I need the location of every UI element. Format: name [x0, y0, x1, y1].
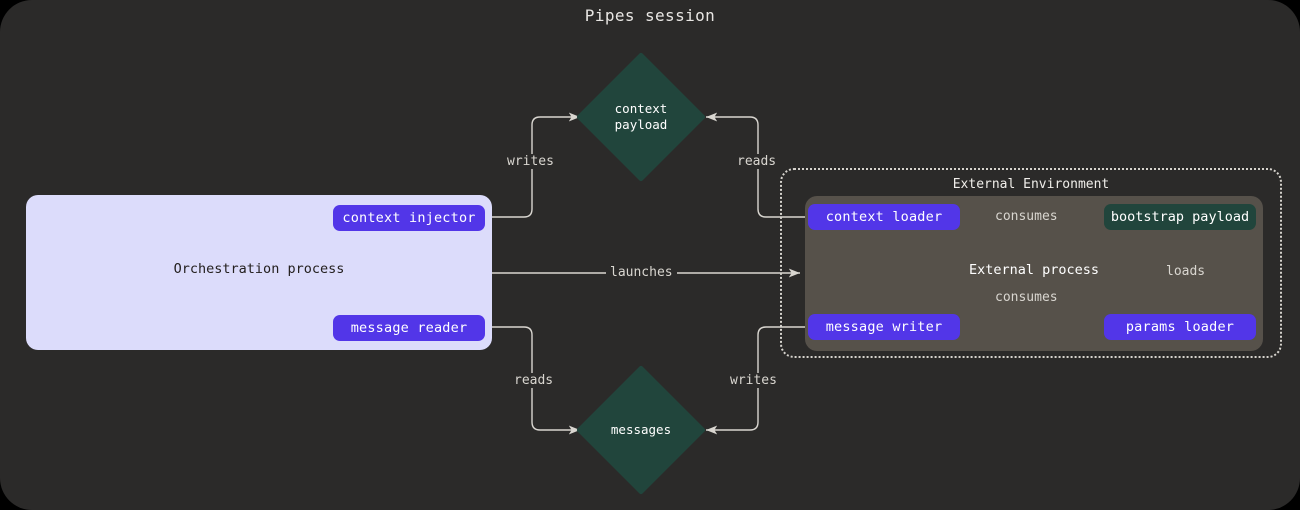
orchestration-process-box: Orchestration process context injector m… — [26, 195, 492, 350]
external-environment-boundary: External Environment — [780, 168, 1282, 358]
edge-label-reads-context: reads — [733, 154, 781, 169]
datastore-messages-label: messages — [576, 365, 706, 495]
datastore-label-line1: messages — [610, 422, 672, 437]
external-environment-label: External Environment — [952, 177, 1110, 192]
orchestration-process-label: Orchestration process — [173, 261, 345, 277]
external-process-label: External process — [968, 262, 1100, 278]
datastore-context-payload[interactable]: context payload — [576, 52, 706, 182]
datastore-label-line2: payload — [614, 117, 668, 132]
node-message-reader[interactable]: message reader — [333, 315, 485, 341]
datastore-context-payload-label: context payload — [576, 52, 706, 182]
page-title: Pipes session — [584, 6, 716, 25]
edge-label-reads-messages: reads — [510, 373, 558, 388]
node-bootstrap-payload[interactable]: bootstrap payload — [1104, 204, 1256, 230]
edge-label-writes-context: writes — [503, 154, 558, 169]
node-context-injector[interactable]: context injector — [333, 205, 485, 231]
edge-label-consumes-message-writer: consumes — [991, 290, 1062, 305]
datastore-messages[interactable]: messages — [576, 365, 706, 495]
node-message-writer[interactable]: message writer — [808, 314, 960, 340]
node-context-loader[interactable]: context loader — [808, 204, 960, 230]
edge-label-loads: loads — [1162, 264, 1210, 279]
datastore-label-line1: context — [614, 101, 668, 116]
edge-label-launches: launches — [606, 265, 677, 280]
edge-label-writes-messages: writes — [726, 373, 781, 388]
edge-label-consumes-context-loader: consumes — [991, 209, 1062, 224]
node-params-loader[interactable]: params loader — [1104, 314, 1256, 340]
